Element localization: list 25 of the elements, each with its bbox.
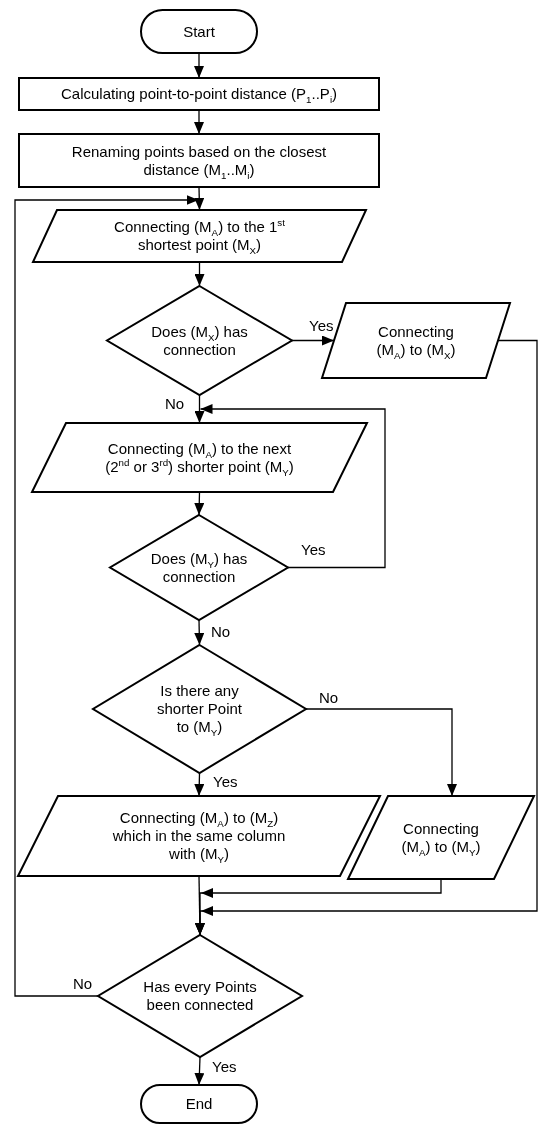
data-parallelogram	[33, 210, 366, 262]
step-text: Start	[182, 22, 216, 41]
decision-diamond	[110, 515, 288, 620]
step-text: Connecting (M$_{A}$) to (M$_{X}$)	[376, 322, 456, 359]
step-text: Is there any shorter Point to (M$_{Y}$)	[155, 682, 243, 736]
decision-diamond	[93, 645, 306, 773]
process-box	[19, 134, 379, 187]
step-text: Has every Points been connected	[142, 978, 258, 1014]
data-parallelogram	[348, 796, 534, 879]
step-text: Calculating point-to-point distance (P$_{1}$..P$_{i}$)	[59, 85, 339, 103]
step-text: Does (M$_{Y}$) has connection	[149, 549, 249, 586]
step-text: Does (M$_{X}$) has connection	[150, 322, 249, 359]
data-parallelogram	[32, 423, 367, 492]
step-text: Connecting (M$_{A}$) to (M$_{Y}$)	[401, 819, 481, 856]
step-text: Renaming points based on the closest distance (M$_{1}$..M$_{i}$)	[70, 142, 328, 179]
data-parallelogram	[18, 796, 380, 876]
terminator-shape	[141, 10, 257, 53]
step-text: End	[184, 1095, 214, 1113]
decision-diamond	[98, 935, 302, 1057]
step-text: Connecting (M$_{A}$) to the next (2$^{nd}$ or 3$^{rd}$) shorter point (M$_{Y}$)	[104, 439, 295, 476]
process-box	[19, 78, 379, 110]
terminator-shape	[141, 1085, 257, 1123]
decision-diamond	[107, 286, 292, 395]
step-text: Connecting (M$_{A}$) to the 1$^{st}$ shortest point (M$_{X}$)	[113, 218, 286, 254]
step-text: Connecting (M$_{A}$) to (M$_{Z}$) which in the same column with (M$_{Y}$)	[111, 809, 287, 863]
